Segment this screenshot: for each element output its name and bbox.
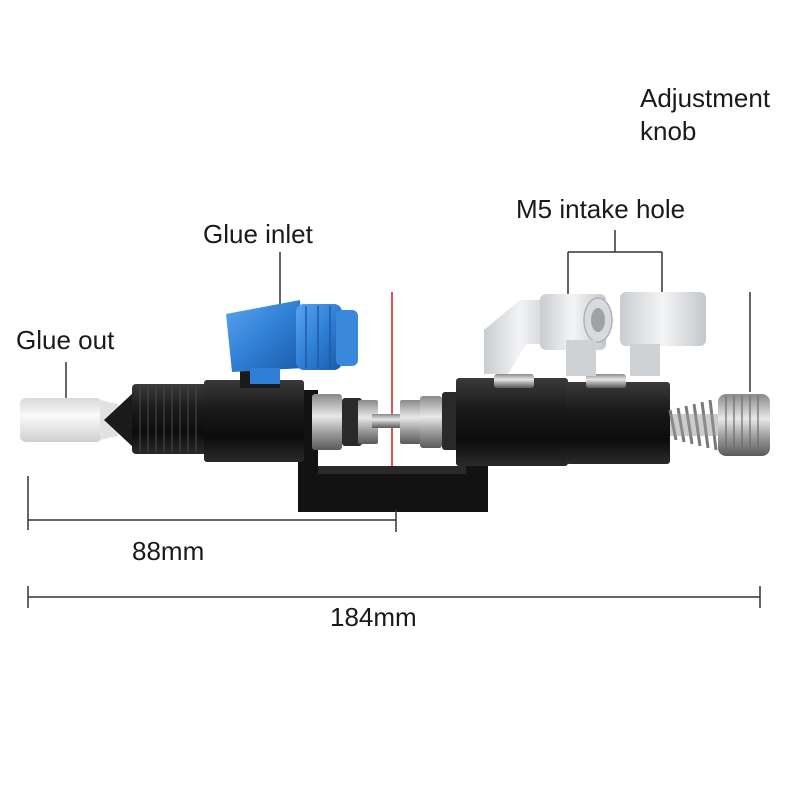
m5-intake-hole-label: M5 intake hole [516,194,686,224]
adjustment-knob-label-line2: knob [640,116,697,146]
left-body [204,380,304,462]
left-lock-nut [312,394,378,450]
adjustment-knob-label: Adjustment knob [640,82,770,148]
mounting-bracket [298,390,488,512]
right-body-rear [566,382,670,464]
spring-core [670,414,730,436]
adjustment-knob [718,394,770,456]
dimension-184mm-label: 184mm [330,602,417,632]
dimension-184mm [27,586,761,608]
adjustment-knob-label-line1: Adjustment [640,83,771,113]
right-body [456,378,568,466]
dimension-88mm-label: 88mm [132,536,205,566]
m5-intake-fittings [484,292,706,376]
nozzle-cone [104,392,134,448]
intake-fitting-screws [494,374,626,388]
right-lock-nut [400,392,464,450]
glue-inlet-label: Glue inlet [203,219,313,249]
blue-inlet-fitting [226,300,358,388]
dimension-88mm [27,476,397,532]
m5-intake-bracket [567,230,663,300]
nozzle-knurled-nut [132,384,208,454]
glue-out-label: Glue out [16,325,115,355]
nozzle-tip [20,398,118,442]
